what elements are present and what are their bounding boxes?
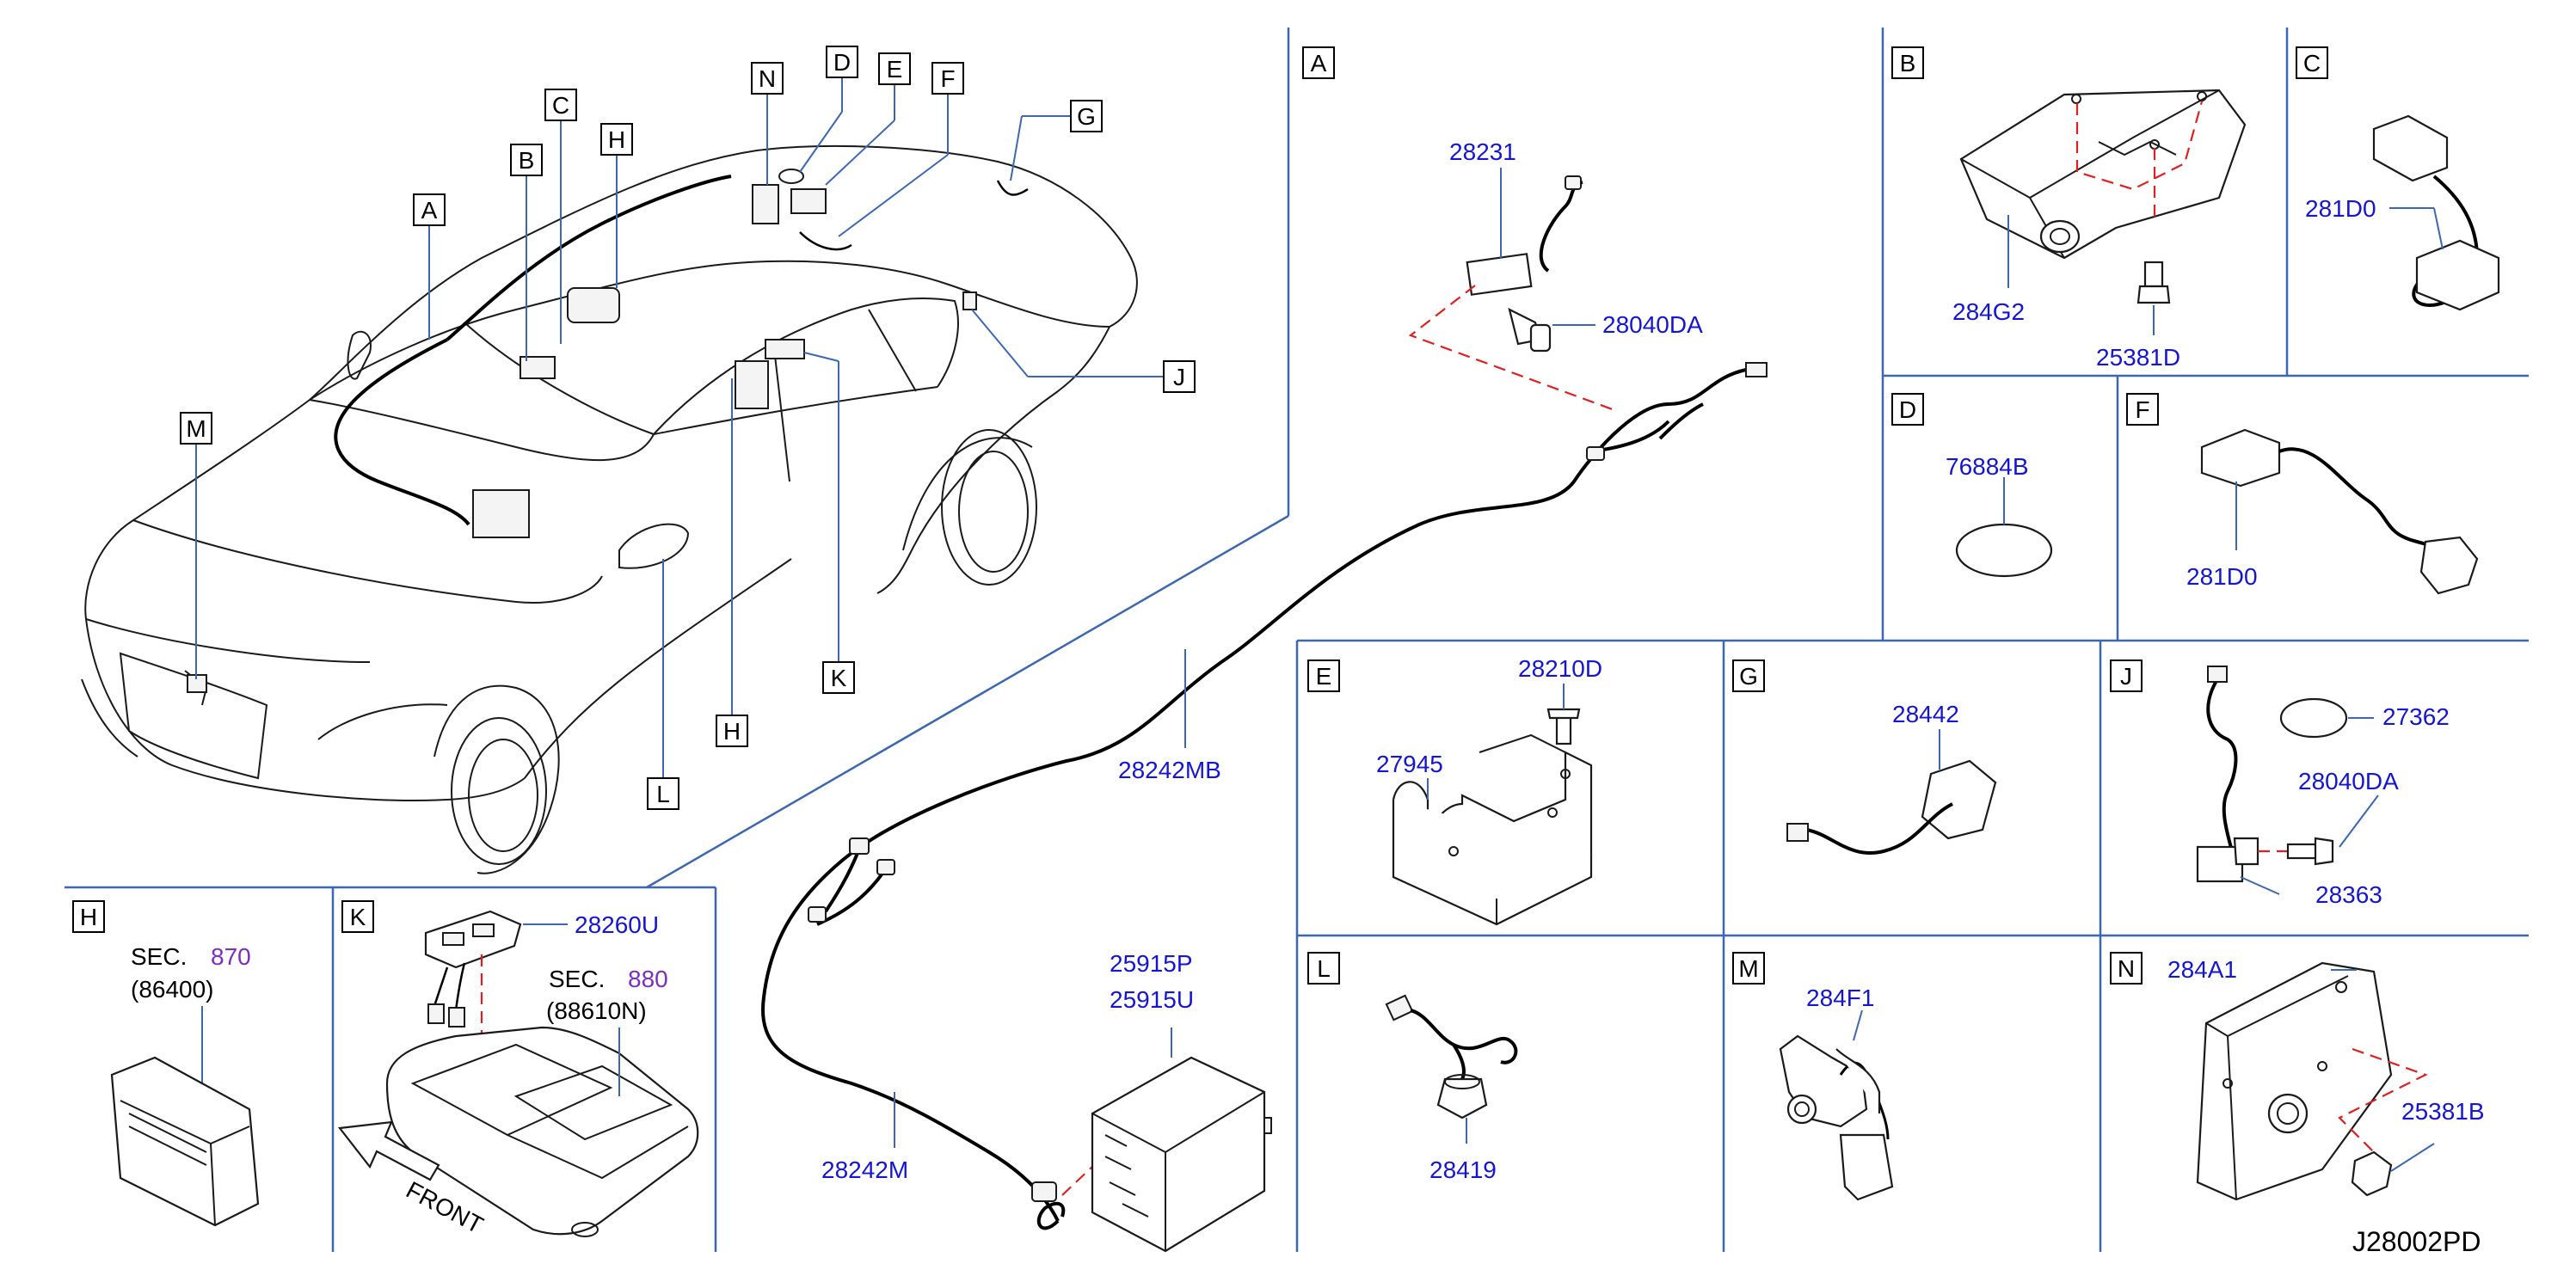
panel-n: N 284A1 25381B bbox=[2110, 952, 2485, 1201]
panel-f-tag: F bbox=[2135, 396, 2149, 423]
part-number-281d0-f: 281D0 bbox=[2186, 563, 2258, 590]
panel-a: A 28231 28040DA 28242MB 28242M bbox=[761, 46, 1768, 1253]
panel-n-tag: N bbox=[2118, 955, 2135, 982]
panel-g-tag: G bbox=[1739, 663, 1758, 690]
callout-tag-h-car: H bbox=[600, 123, 633, 156]
callout-tag-n: N bbox=[751, 62, 784, 95]
callout-tag-g: G bbox=[1070, 100, 1103, 132]
callout-tag-c-label: C bbox=[552, 92, 569, 119]
callout-tag-h-label: H bbox=[608, 126, 625, 153]
car-overview-drawing bbox=[81, 144, 1138, 874]
panel-b-tag: B bbox=[1900, 50, 1916, 77]
part-number-25915u: 25915U bbox=[1110, 986, 1194, 1013]
panel-k-tag: K bbox=[350, 904, 366, 930]
callout-tag-f-label: F bbox=[940, 65, 955, 92]
part-number-27945: 27945 bbox=[1376, 751, 1443, 777]
panel-j: J 27362 28040DA 28363 bbox=[2110, 659, 2450, 908]
part-number-28260u: 28260U bbox=[575, 911, 659, 938]
callout-tag-j: J bbox=[1163, 360, 1196, 393]
part-number-281d0-c: 281D0 bbox=[2305, 195, 2376, 222]
part-number-28363: 28363 bbox=[2315, 881, 2382, 908]
diagram-id: J28002PD bbox=[2352, 1226, 2481, 1257]
sec-label-k: SEC. bbox=[549, 966, 605, 992]
part-number-28040da-j: 28040DA bbox=[2298, 768, 2399, 794]
panel-d-tag: D bbox=[1899, 396, 1916, 423]
panel-j-tag: J bbox=[2120, 663, 2132, 690]
callout-tag-e-label: E bbox=[887, 56, 903, 83]
callout-tag-g-label: G bbox=[1077, 103, 1096, 130]
panel-h: H SEC. 870 (86400) bbox=[72, 900, 260, 1227]
callout-tag-l-label: L bbox=[656, 781, 670, 807]
panel-f: F 281D0 bbox=[2126, 393, 2479, 595]
callout-tag-l: L bbox=[647, 777, 679, 810]
part-number-284f1: 284F1 bbox=[1806, 985, 1874, 1011]
callout-tag-j-label: J bbox=[1173, 364, 1185, 390]
callout-tag-n-label: N bbox=[759, 65, 776, 92]
car-callout-leaders bbox=[195, 77, 1164, 778]
panel-l-tag: L bbox=[1317, 955, 1331, 982]
part-number-25381b: 25381B bbox=[2401, 1098, 2485, 1125]
part-number-27362: 27362 bbox=[2382, 703, 2450, 730]
callout-tag-h-lower-label: H bbox=[723, 718, 741, 745]
panel-a-tag: A bbox=[1311, 50, 1327, 77]
part-number-28040da-a: 28040DA bbox=[1602, 311, 1703, 338]
part-number-28210d: 28210D bbox=[1518, 655, 1602, 682]
ref-86400: (86400) bbox=[131, 976, 214, 1003]
panel-frame bbox=[65, 28, 2529, 1252]
sec-label-h: SEC. bbox=[131, 943, 187, 970]
panel-k: K 28260U SEC. 880 (88610N) FRONT bbox=[337, 900, 699, 1239]
callout-tag-b: B bbox=[510, 144, 543, 176]
part-number-25915p: 25915P bbox=[1110, 950, 1193, 977]
part-number-28242mb: 28242MB bbox=[1118, 757, 1221, 783]
callout-tag-c: C bbox=[544, 89, 577, 121]
callout-tag-d-label: D bbox=[833, 49, 851, 76]
callout-tag-k: K bbox=[822, 661, 855, 694]
panel-d: D 76884B bbox=[1891, 393, 2053, 578]
callout-tag-a: A bbox=[413, 193, 446, 226]
panel-c: C 281D0 bbox=[2296, 46, 2500, 311]
sec-number-880: 880 bbox=[628, 966, 668, 992]
callout-tag-m: M bbox=[180, 412, 212, 445]
part-number-284g2: 284G2 bbox=[1952, 298, 2025, 325]
callout-tag-k-label: K bbox=[831, 665, 847, 691]
part-number-284a1: 284A1 bbox=[2167, 956, 2237, 983]
panel-g: G 28442 bbox=[1732, 659, 1997, 855]
panel-c-tag: C bbox=[2303, 50, 2321, 77]
callout-tag-m-label: M bbox=[186, 415, 206, 442]
part-number-25381d: 25381D bbox=[2096, 344, 2180, 371]
ref-88610n: (88610N) bbox=[546, 997, 647, 1024]
panel-h-tag: H bbox=[80, 904, 97, 930]
panel-m-tag: M bbox=[1738, 955, 1758, 982]
sec-number-870: 870 bbox=[211, 943, 251, 970]
panel-b: B 284G2 25381D bbox=[1891, 46, 2247, 371]
panel-l: L 28419 bbox=[1307, 952, 1518, 1183]
panel-e: E 28210D 27945 bbox=[1307, 655, 1602, 926]
part-number-28231: 28231 bbox=[1449, 138, 1516, 165]
part-number-76884b: 76884B bbox=[1946, 453, 2029, 480]
callout-tag-a-label: A bbox=[421, 197, 438, 224]
panel-e-tag: E bbox=[1316, 663, 1332, 690]
callout-tag-e: E bbox=[878, 52, 911, 85]
panel-m: M 284F1 bbox=[1732, 952, 1894, 1201]
callout-tag-f: F bbox=[931, 62, 964, 95]
part-number-28442: 28442 bbox=[1892, 701, 1959, 727]
callout-tag-h-car-lower: H bbox=[716, 715, 748, 747]
callout-tag-b-label: B bbox=[519, 147, 535, 174]
part-number-28242m: 28242M bbox=[821, 1156, 908, 1183]
callout-tag-d: D bbox=[826, 46, 858, 78]
part-number-28419: 28419 bbox=[1429, 1156, 1497, 1183]
